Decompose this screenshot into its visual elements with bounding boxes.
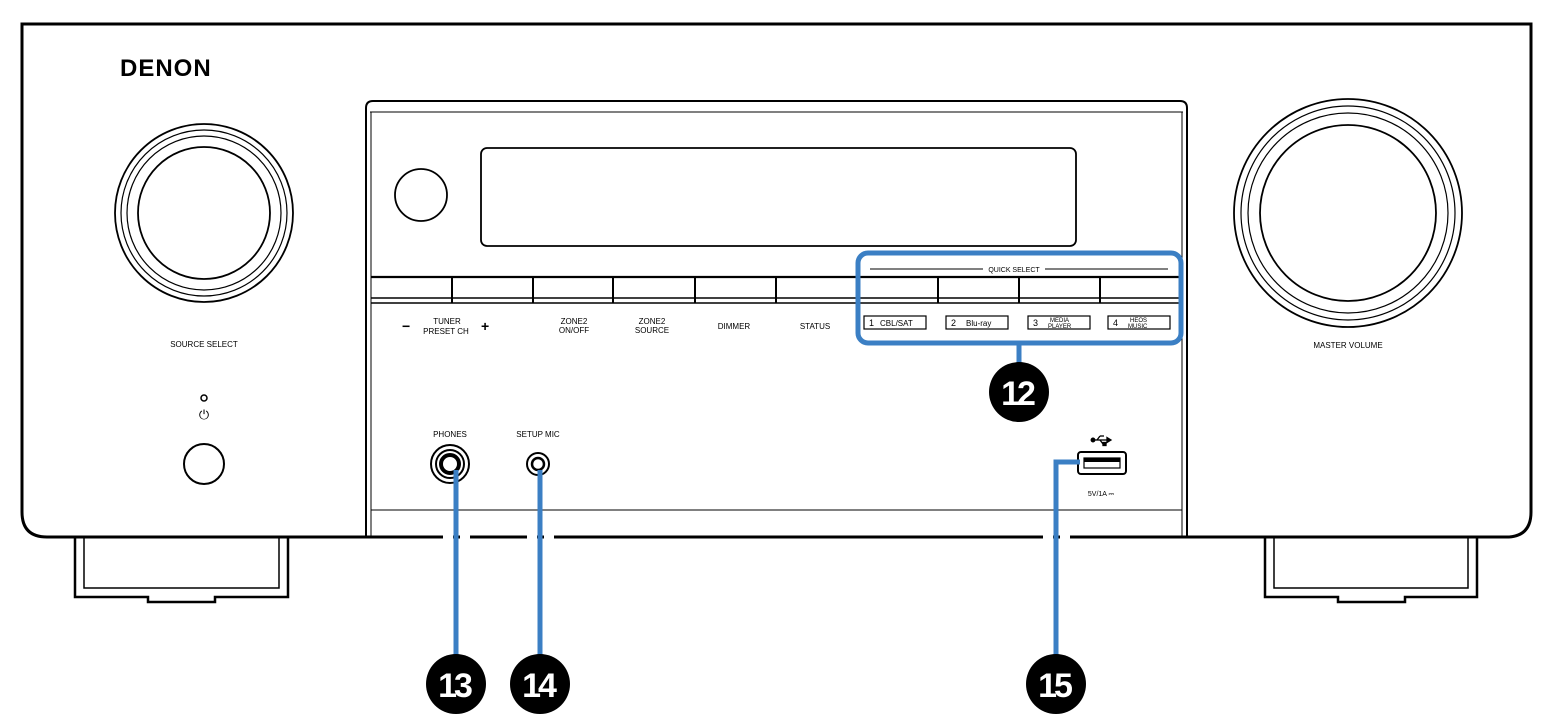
callout-12: 12 xyxy=(989,362,1049,422)
source-select-knob xyxy=(114,123,294,303)
remote-sensor xyxy=(394,168,448,222)
dimmer-label: DIMMER xyxy=(718,322,751,331)
quick-select-3-num: 3 xyxy=(1033,318,1038,328)
power-button xyxy=(183,443,225,485)
quick-select-4: 4 HEOS MUSIC xyxy=(1107,315,1171,330)
left-foot xyxy=(73,535,290,604)
power-led xyxy=(200,394,208,402)
right-foot xyxy=(1263,535,1479,604)
quick-select-4-num: 4 xyxy=(1113,318,1118,328)
master-volume-knob xyxy=(1233,98,1463,328)
master-volume-label: MASTER VOLUME xyxy=(1313,341,1382,350)
quick-select-4-text-1: HEOS xyxy=(1130,318,1147,324)
quick-select-3: 3 MEDIA PLAYER xyxy=(1027,315,1091,330)
quick-select-header: QUICK SELECT xyxy=(870,267,1168,274)
power-symbol-icon: ⏻ xyxy=(199,408,209,423)
brand-logo: DENON xyxy=(120,55,212,82)
button-dividers xyxy=(451,277,1101,303)
tuner-minus-label: − xyxy=(402,318,410,334)
usb-port xyxy=(1077,451,1127,475)
callout-lines xyxy=(453,343,1080,665)
quick-select-1: 1 CBL/SAT xyxy=(863,315,927,330)
zone2-onoff-label-2: ON/OFF xyxy=(559,326,589,335)
quick-select-2-text: Blu-ray xyxy=(966,319,991,328)
callout-14-number: 14 xyxy=(522,667,557,705)
quick-select-4-text-2: MUSIC xyxy=(1128,324,1148,330)
zone2-source-label-1: ZONE2 xyxy=(639,317,666,326)
phones-label: PHONES xyxy=(433,430,467,439)
source-select-label: SOURCE SELECT xyxy=(170,340,238,349)
quick-select-2: 2 Blu-ray xyxy=(945,315,1009,330)
quick-select-1-num: 1 xyxy=(869,318,874,328)
status-label: STATUS xyxy=(800,322,830,331)
callout-13-number: 13 xyxy=(438,667,472,705)
phones-jack xyxy=(430,444,470,484)
callout-15: 15 xyxy=(1026,654,1086,714)
tuner-plus-label: + xyxy=(481,318,489,334)
quick-select-label: QUICK SELECT xyxy=(988,267,1040,274)
callout-12-number: 12 xyxy=(1001,375,1035,413)
quick-select-2-num: 2 xyxy=(951,318,956,328)
quick-select-3-text-2: PLAYER xyxy=(1048,324,1072,330)
preset-ch-label: PRESET CH xyxy=(423,327,469,336)
quick-select-3-text-1: MEDIA xyxy=(1050,318,1069,324)
setup-mic-label: SETUP MIC xyxy=(516,430,560,439)
usb-rating-label: 5V/1A ⎓ xyxy=(1088,491,1115,498)
callout-14: 14 xyxy=(510,654,570,714)
callout-13: 13 xyxy=(426,654,486,714)
quick-select-1-text: CBL/SAT xyxy=(880,319,913,328)
callout-15-number: 15 xyxy=(1038,667,1072,705)
usb-icon xyxy=(1090,435,1113,447)
callout-line-gaps xyxy=(443,530,1070,542)
display-window xyxy=(480,147,1077,247)
zone2-onoff-label-1: ZONE2 xyxy=(561,317,588,326)
zone2-source-label-2: SOURCE xyxy=(635,326,669,335)
tuner-label: TUNER xyxy=(433,317,461,326)
